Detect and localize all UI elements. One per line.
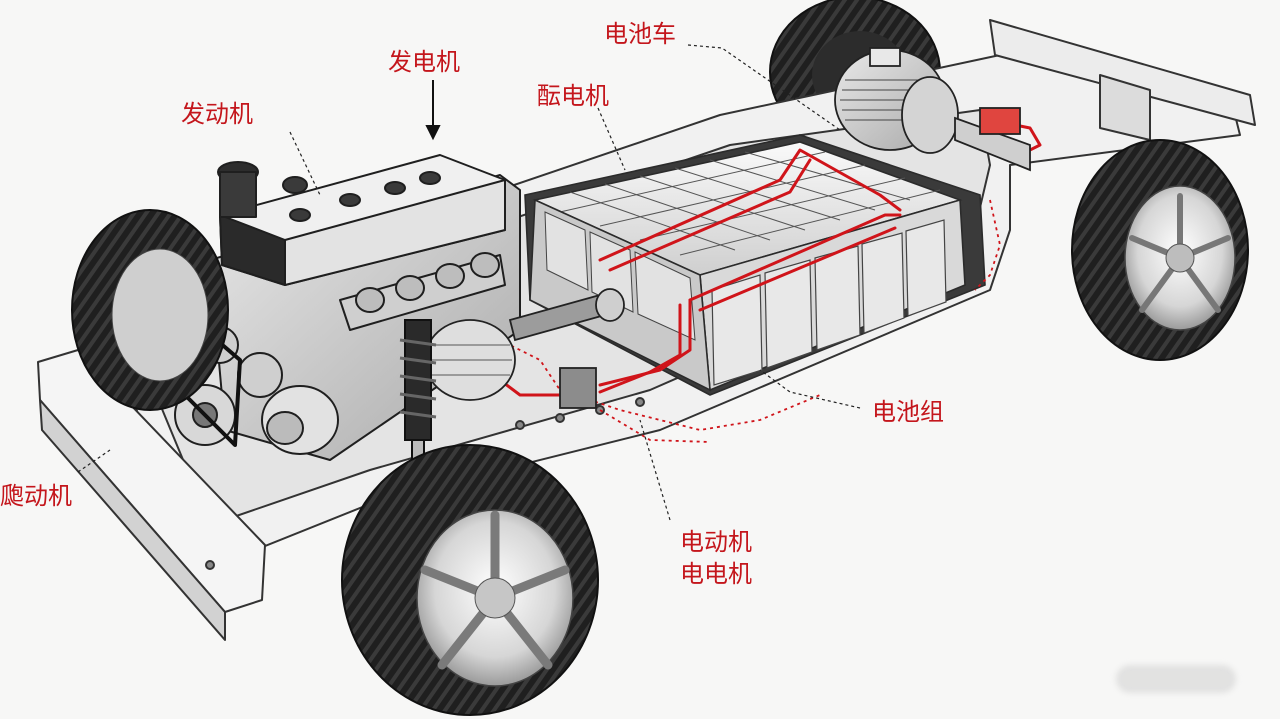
label-motor-line1: 电动机 bbox=[680, 528, 752, 556]
engine bbox=[174, 154, 521, 461]
watermark-blur bbox=[1116, 665, 1236, 693]
front-right-wheel bbox=[341, 444, 599, 716]
leader-lines bbox=[77, 44, 861, 521]
label-motor-top: 酝电机 bbox=[537, 82, 609, 110]
generator-arrow bbox=[425, 80, 441, 141]
front-left-wheel bbox=[71, 209, 229, 411]
rear-right-wheel bbox=[1071, 139, 1249, 361]
front-motor-generator bbox=[424, 288, 625, 409]
high-voltage-cables bbox=[493, 118, 1042, 397]
label-generator: 发电机 bbox=[388, 48, 460, 76]
label-engine: 发动机 bbox=[181, 100, 253, 128]
label-battery-pack: 电池组 bbox=[872, 398, 944, 426]
label-motor-line2: 电电机 bbox=[680, 560, 752, 588]
label-drive-motor: 瓟动机 bbox=[0, 482, 72, 510]
cable-routing-dotted bbox=[479, 199, 1001, 443]
rear-electric-motor bbox=[834, 47, 1031, 172]
label-battery-car: 电池车 bbox=[604, 20, 676, 48]
